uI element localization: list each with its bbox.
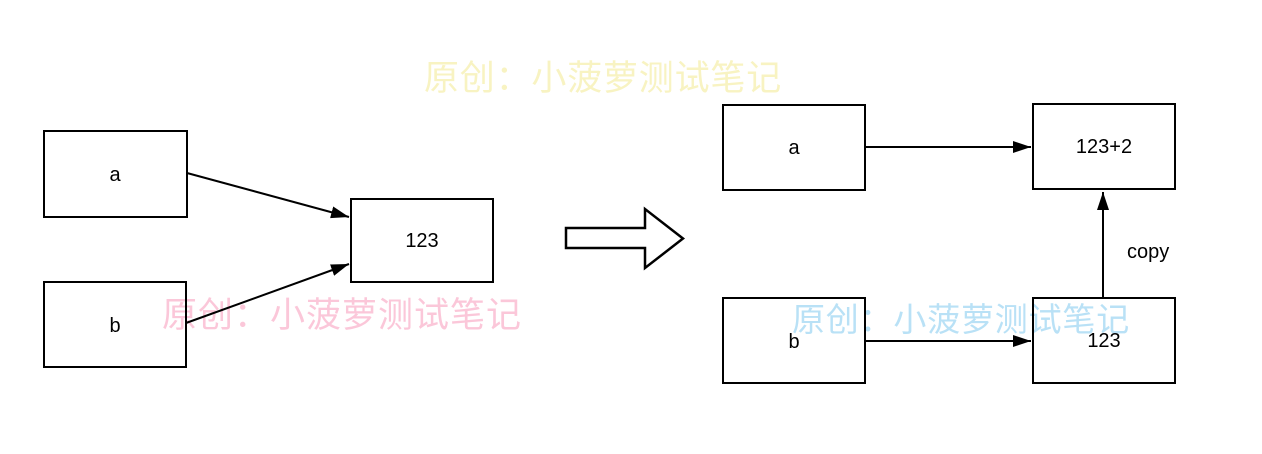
block-arrow-right-icon	[564, 206, 686, 271]
edge-b-to-result-before	[185, 263, 350, 324]
node-result-before-label: 123	[405, 230, 438, 252]
node-b-before-label: b	[109, 315, 120, 337]
node-result-after-label: 123	[1087, 330, 1120, 352]
edge-a-to-result-before	[186, 172, 350, 219]
edge-copy-label: copy	[1127, 241, 1169, 263]
after-group: a b 123+2 123 copy	[722, 103, 1176, 384]
node-sum-after-box	[1032, 103, 1176, 190]
node-b-after-label: b	[788, 331, 799, 353]
node-sum-after-label: 123+2	[1076, 136, 1132, 158]
node-a-before-label: a	[109, 164, 121, 186]
node-result-before-box	[350, 198, 494, 283]
node-b-before-box	[43, 281, 187, 368]
node-a-after-label: a	[788, 137, 800, 159]
before-group: a b 123	[43, 130, 494, 368]
